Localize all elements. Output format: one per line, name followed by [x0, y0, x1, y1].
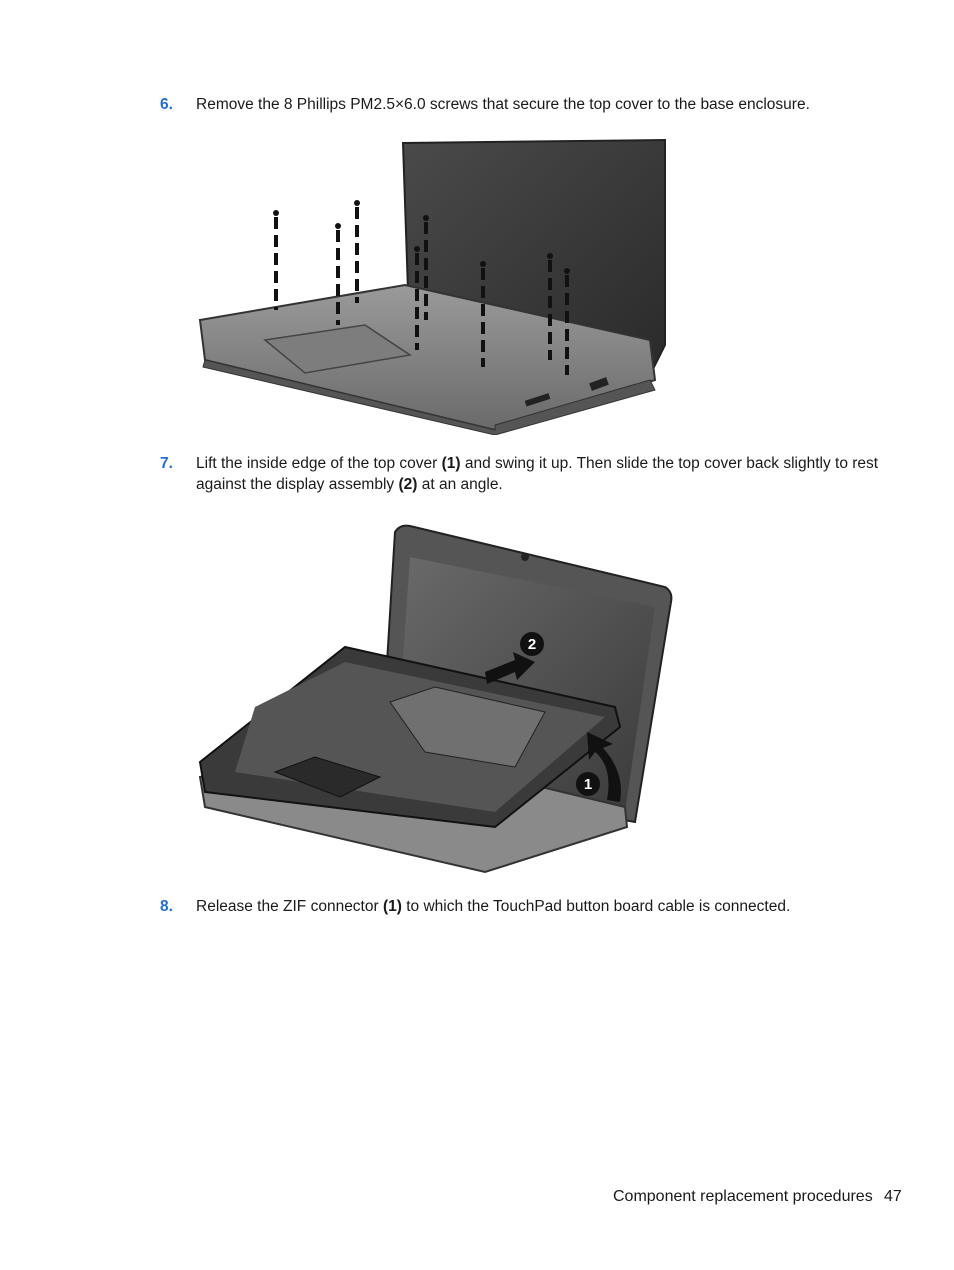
arrow-1	[587, 732, 621, 802]
callout-2: 2	[520, 632, 544, 656]
page-number: 47	[884, 1188, 902, 1205]
svg-text:2: 2	[528, 636, 536, 653]
arrow-2	[485, 652, 535, 684]
svg-text:1: 1	[584, 776, 592, 793]
footer-section-title: Component replacement procedures	[613, 1188, 873, 1205]
step-text: Lift the inside edge of the top cover (1…	[196, 455, 879, 493]
touchpad	[273, 756, 382, 798]
figure-top-cover-lift: 1 2	[198, 524, 673, 874]
webcam	[521, 553, 529, 561]
step-text: Remove the 8 Phillips PM2.5×6.0 screws t…	[196, 96, 810, 113]
figure-screw-removal	[198, 138, 666, 435]
step-text: Release the ZIF connector (1) to which t…	[196, 898, 791, 915]
step-number: 6.	[160, 96, 173, 113]
screw-indicators	[274, 207, 569, 375]
step-7: 7. Lift the inside edge of the top cover…	[160, 453, 880, 497]
step-number: 7.	[160, 455, 173, 472]
step-number: 8.	[160, 898, 173, 915]
touchpad	[263, 324, 412, 374]
callout-1: 1	[576, 772, 600, 796]
